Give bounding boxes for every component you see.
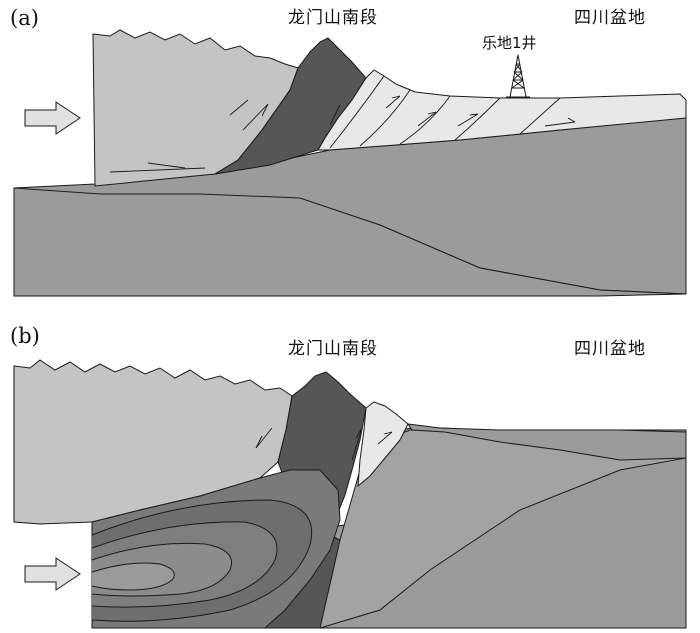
- panel-a-basement-lower: [13, 187, 687, 297]
- well-label: 乐地1井: [482, 34, 537, 52]
- panel-a-slip-arrows: [242, 95, 576, 131]
- push-arrow-icon: [24, 557, 81, 591]
- panel-b: [13, 359, 687, 629]
- panel-a-left-label: 龙门山南段: [288, 8, 378, 28]
- panel-b-right-label: 四川盆地: [574, 339, 646, 359]
- panel-a: [13, 29, 687, 297]
- panel-b-duplex-fold-4: [91, 562, 175, 591]
- push-arrow-icon: [24, 101, 81, 135]
- panel-b-slip-arrows: [255, 427, 393, 461]
- panel-a-right-label: 四川盆地: [574, 8, 646, 28]
- panel-a-letter: (a): [10, 6, 39, 30]
- panel-b-left-label: 龙门山南段: [288, 339, 378, 359]
- panel-b-letter: (b): [10, 324, 40, 348]
- panel-b-basin: [406, 423, 687, 461]
- panel-b-foreland-wedge: [357, 401, 409, 488]
- panel-a-fault-lines: [109, 75, 561, 173]
- drilling-rig-icon: [506, 54, 530, 98]
